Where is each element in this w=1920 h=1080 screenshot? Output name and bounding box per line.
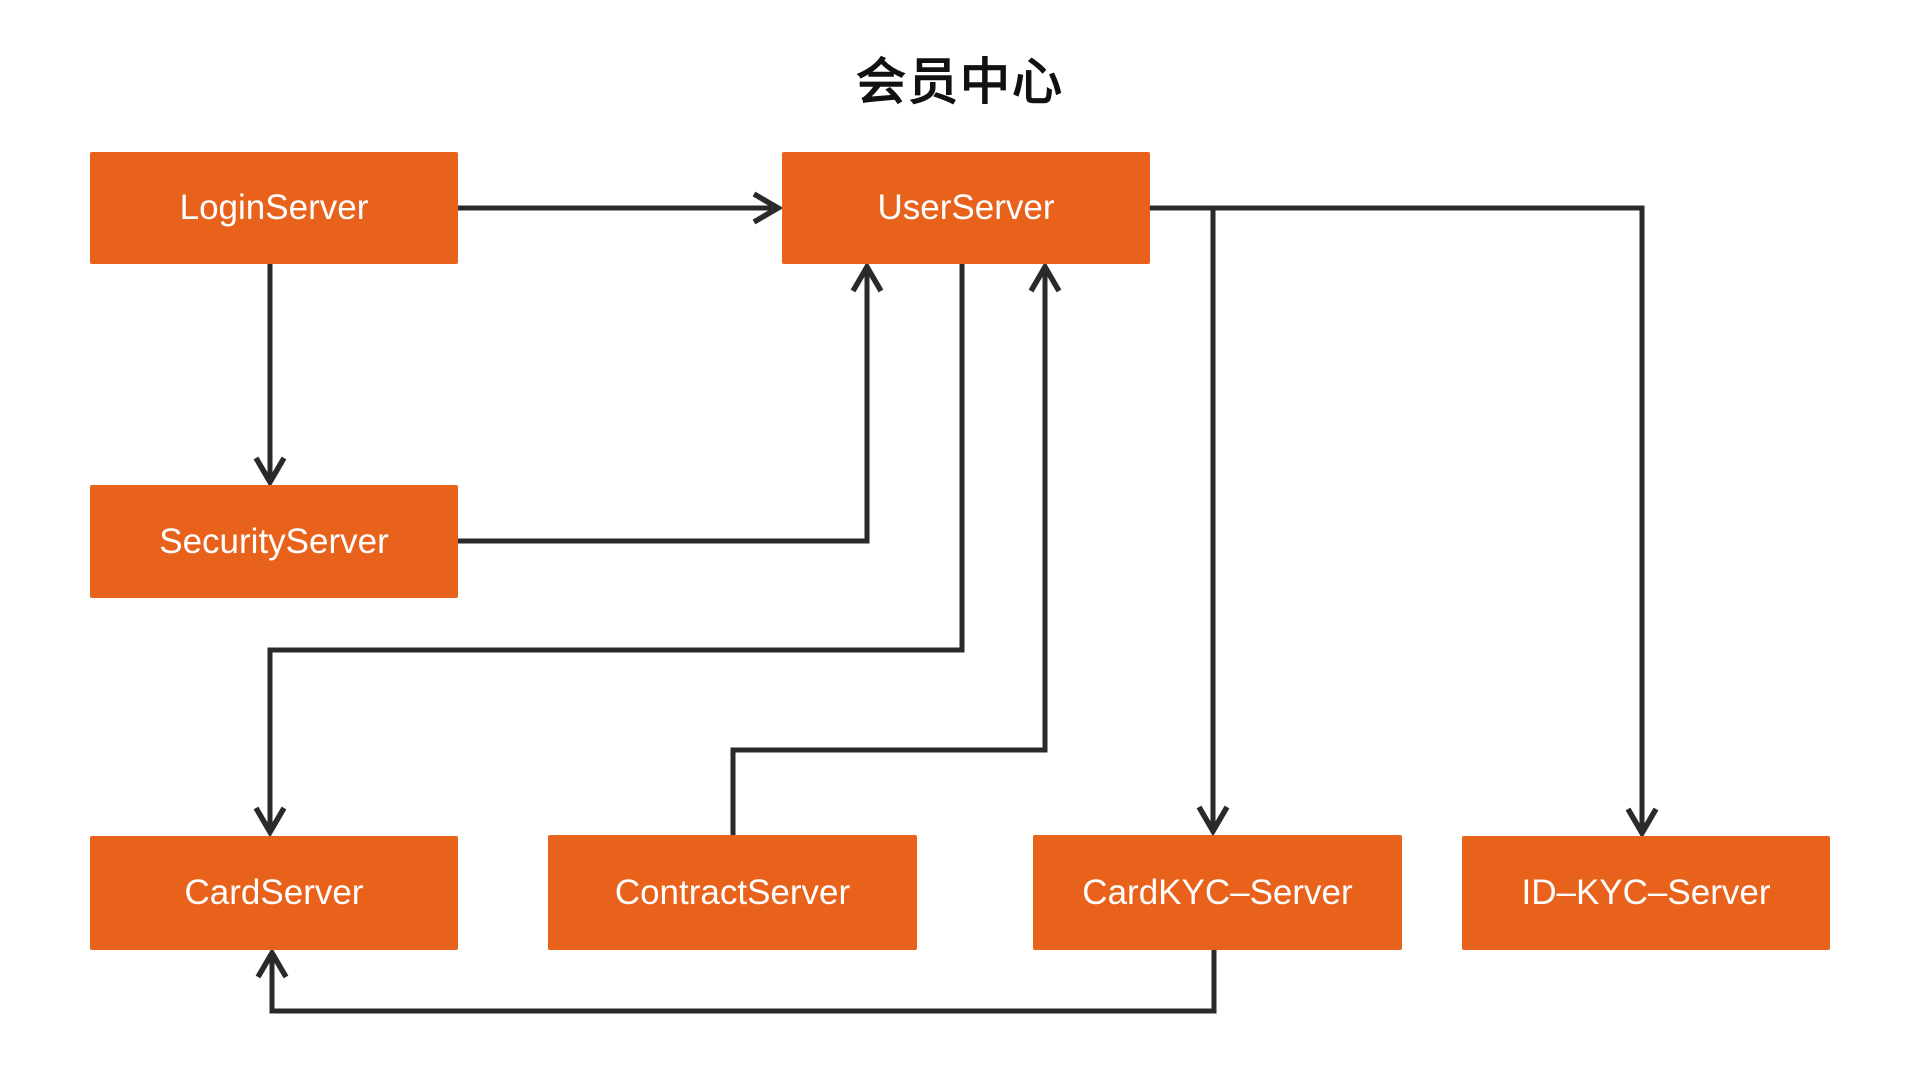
edge-contractserver-to-userserver — [730, 267, 1045, 835]
edge-cardkycserver-to-cardserver — [272, 950, 1217, 1014]
node-card-server: CardServer — [90, 836, 458, 950]
node-label: LoginServer — [179, 188, 369, 227]
node-label: ContractServer — [614, 872, 851, 912]
node-security-server: SecurityServer — [90, 485, 458, 598]
node-user-server: UserServer — [782, 152, 1150, 264]
node-id-kyc-server: ID–KYC–Server — [1462, 836, 1830, 950]
node-label: UserServer — [877, 188, 1055, 227]
node-label: SecurityServer — [159, 521, 389, 561]
edge-userserver-to-idkycserver — [1150, 205, 1642, 833]
node-label: CardServer — [184, 873, 364, 912]
edge-userserver-to-cardserver — [270, 264, 965, 832]
node-contract-server: ContractServer — [548, 835, 917, 950]
page-title: 会员中心 — [856, 54, 1064, 110]
node-login-server: LoginServer — [90, 152, 458, 264]
node-label: ID–KYC–Server — [1521, 873, 1771, 912]
edge-userserver-to-cardkycserver — [1150, 205, 1213, 831]
node-label: CardKYC–Server — [1082, 872, 1353, 912]
node-card-kyc-server: CardKYC–Server — [1033, 835, 1402, 950]
edge-securityserver-to-userserver — [458, 267, 867, 544]
